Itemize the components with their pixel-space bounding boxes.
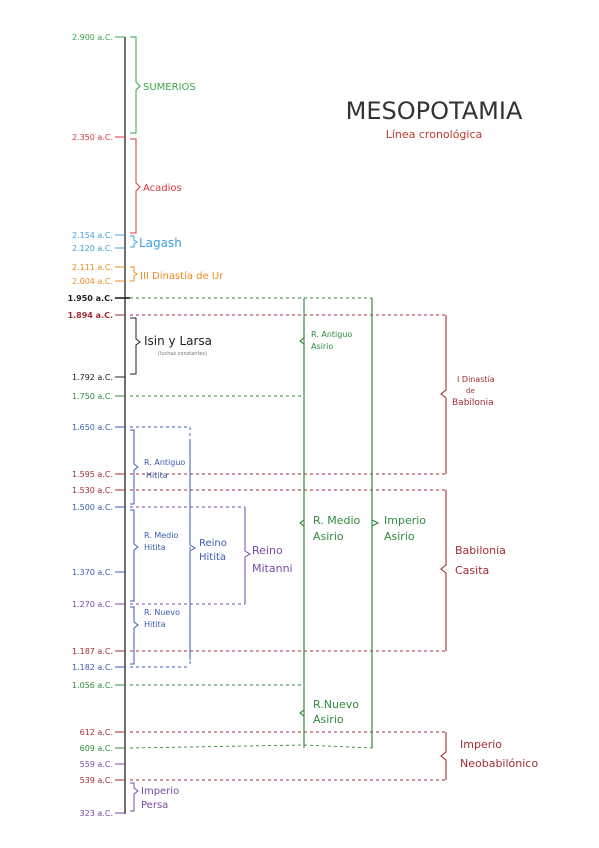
- date-label: 1.595 a.C.: [72, 470, 113, 479]
- date-label: 1.500 a.C.: [72, 503, 113, 512]
- label-asirio-nuevo: R.Nuevo: [313, 698, 359, 711]
- label-persa: Imperio: [141, 786, 179, 797]
- label-neobabilonico: Imperio: [460, 738, 502, 751]
- label-casita: Babilonia: [455, 544, 506, 557]
- date-label: 1.182 a.C.: [72, 663, 113, 672]
- label-isin-larsa: Isin y Larsa: [144, 334, 212, 348]
- label-neobabilonico-2: Neobabilónico: [460, 757, 538, 770]
- early-brackets: [130, 36, 141, 375]
- date-label: 1.056 a.C.: [72, 681, 113, 690]
- label-mitanni: Reino: [252, 544, 283, 557]
- label-hitita-nuevo-2: Hitita: [144, 620, 166, 629]
- page-subtitle: Línea cronológica: [386, 128, 483, 141]
- label-ur: III Dinastía de Ur: [140, 270, 224, 282]
- date-labels: 2.900 a.C. 2.350 a.C. 2.154 a.C. 2.120 a…: [68, 33, 113, 818]
- label-imperio-asirio-2: Asirio: [384, 530, 415, 543]
- label-hitita-nuevo: R. Nuevo: [144, 608, 180, 617]
- label-babilonia-1-de: de: [466, 387, 475, 395]
- label-hitita-medio: R. Medio: [144, 531, 178, 540]
- label-acadios: Acadios: [143, 183, 182, 194]
- mitanni-bracket: [244, 507, 251, 604]
- label-casita-2: Casita: [455, 564, 489, 577]
- date-label: 559 a.C.: [80, 760, 113, 769]
- persa-bracket: [130, 782, 139, 812]
- label-imperio-asirio: Imperio: [384, 514, 426, 527]
- label-lagash: Lagash: [139, 236, 182, 250]
- date-label: 2.120 a.C.: [72, 244, 113, 253]
- date-label: 1.650 a.C.: [72, 423, 113, 432]
- date-label: 2.111 a.C.: [72, 263, 113, 272]
- date-label: 1.370 a.C.: [72, 568, 113, 577]
- date-label: 323 a.C.: [80, 809, 113, 818]
- date-label: 612 a.C.: [80, 728, 113, 737]
- label-asirio-antiguo-2: Asirio: [311, 342, 333, 351]
- label-asirio-medio: R. Medio: [313, 514, 361, 527]
- label-asirio-antiguo: R. Antiguo: [311, 330, 352, 339]
- date-label: 1.750 a.C.: [72, 392, 113, 401]
- asirio-brackets: [299, 298, 380, 748]
- date-label: 2.004 a.C.: [72, 277, 113, 286]
- label-reino-hitita: Reino: [199, 538, 227, 549]
- label-mitanni-2: Mitanni: [252, 562, 293, 575]
- page-title: MESOPOTAMIA: [346, 97, 523, 125]
- babilonia-brackets: [440, 315, 447, 780]
- label-hitita-antiguo: R. Antiguo: [144, 458, 185, 467]
- date-label: 609 a.C.: [80, 744, 113, 753]
- label-persa-2: Persa: [141, 800, 168, 811]
- label-isin-note: (luchas constantes): [158, 351, 207, 357]
- date-label: 1.950 a.C.: [68, 294, 113, 303]
- date-label: 2.350 a.C.: [72, 133, 113, 142]
- axis-ticks: [115, 36, 130, 814]
- label-reino-hitita-2: Hitita: [199, 552, 226, 563]
- date-label: 539 a.C.: [80, 776, 113, 785]
- date-label: 1.270 a.C.: [72, 600, 113, 609]
- label-babilonia-1: I Dinastía: [457, 375, 495, 384]
- label-babilonia-1-3: Babilonia: [452, 398, 494, 408]
- date-label: 2.154 a.C.: [72, 231, 113, 240]
- label-sumerios: SUMERIOS: [143, 82, 196, 93]
- date-label: 1.187 a.C.: [72, 647, 113, 656]
- date-label: 1.530 a.C.: [72, 486, 113, 495]
- date-label: 2.900 a.C.: [72, 33, 113, 42]
- label-asirio-nuevo-2: Asirio: [313, 713, 344, 726]
- date-label: 1.894 a.C.: [68, 311, 113, 320]
- label-hitita-antiguo-2: Hitita: [146, 471, 168, 480]
- label-asirio-medio-2: Asirio: [313, 530, 344, 543]
- date-label: 1.792 a.C.: [72, 373, 113, 382]
- hitita-brackets: [130, 429, 196, 665]
- label-hitita-medio-2: Hitita: [144, 543, 166, 552]
